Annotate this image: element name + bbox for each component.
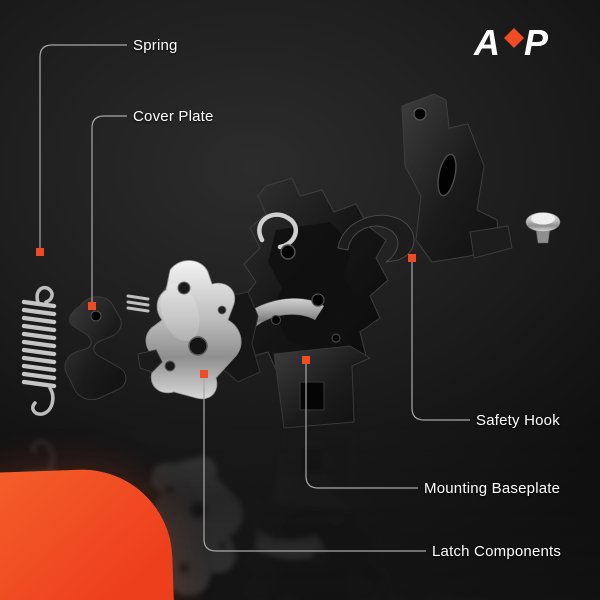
callout-label-safety-hook: Safety Hook xyxy=(476,412,560,429)
safety-hook-part xyxy=(337,214,415,263)
extension-spring-part xyxy=(21,285,57,416)
callout-label-latch-components: Latch Components xyxy=(432,543,562,560)
callout-label-cover-plate: Cover Plate xyxy=(133,108,214,125)
callout-label-mounting-baseplate: Mounting Baseplate xyxy=(424,480,561,497)
brand-logo: A P xyxy=(473,22,549,63)
latch-assembly-part xyxy=(237,177,415,391)
logo-letter-p: P xyxy=(524,22,549,63)
mounting-baseplate-part xyxy=(273,345,372,429)
callout-label-spring: Spring xyxy=(133,37,178,54)
chrome-fastener-part xyxy=(525,212,561,244)
cover-plate-part xyxy=(64,296,127,401)
logo-diamond-icon xyxy=(504,28,524,48)
small-spring-part xyxy=(126,294,163,373)
mounting-bracket-part xyxy=(401,93,513,263)
logo-letter-a: A xyxy=(473,22,500,63)
latch-components-part xyxy=(145,260,242,400)
